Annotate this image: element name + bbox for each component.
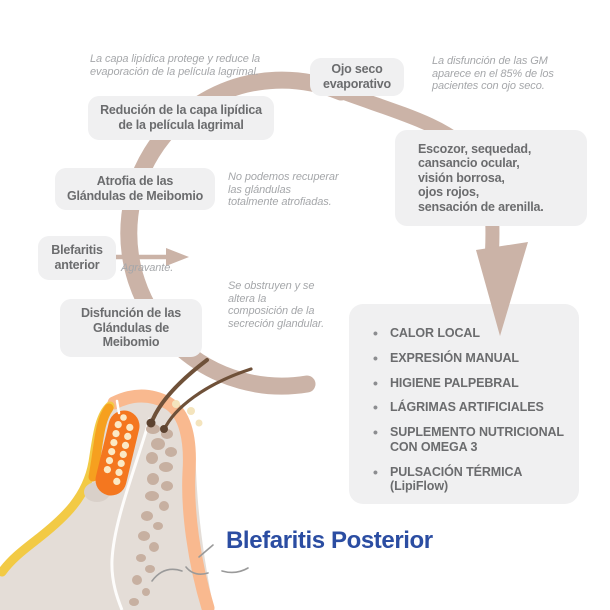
node-meibomian-gland-atrophy: Atrofia de las Glándulas de Meibomio <box>55 168 215 210</box>
page-title: Blefaritis Posterior <box>226 527 433 554</box>
aggravating-arrow <box>116 248 189 266</box>
treatment-item: EXPRESIÓN MANUAL <box>373 350 567 366</box>
treatments-list: CALOR LOCAL EXPRESIÓN MANUAL HIGIENE PAL… <box>373 325 567 495</box>
symptoms-box: Escozor, sequedad, cansancio ocular, vis… <box>395 130 587 226</box>
caption-gm-statistic: La disfunción de las GM aparece en el 85… <box>432 55 554 93</box>
treatment-item: PULSACIÓN TÉRMICA (LipiFlow) <box>373 464 567 495</box>
treatment-item: HIGIENE PALPEBRAL <box>373 375 567 391</box>
treatment-item: SUPLEMENTO NUTRICIONAL CON OMEGA 3 <box>373 424 567 455</box>
caption-aggravating: Agravante. <box>121 262 174 274</box>
treatment-item: LÁGRIMAS ARTIFICIALES <box>373 399 567 415</box>
treatment-item: CALOR LOCAL <box>373 325 567 341</box>
caption-atrophy-note: No podemos recuperar las glándulas total… <box>228 171 339 209</box>
caption-obstruction-note: Se obstruyen y se altera la composición … <box>228 280 325 330</box>
node-evaporative-dry-eye: Ojo seco evaporativo <box>310 58 404 96</box>
treatments-box: CALOR LOCAL EXPRESIÓN MANUAL HIGIENE PAL… <box>349 304 579 504</box>
caption-lipid-layer: La capa lipídica protege y reduce la eva… <box>90 53 261 78</box>
node-anterior-blepharitis: Blefaritis anterior <box>38 236 116 280</box>
node-meibomian-gland-dysfunction: Disfunción de las Glándulas de Meibomio <box>60 299 202 357</box>
node-lipid-layer-reduction: Redución de la capa lipídica de la pelíc… <box>88 96 274 140</box>
